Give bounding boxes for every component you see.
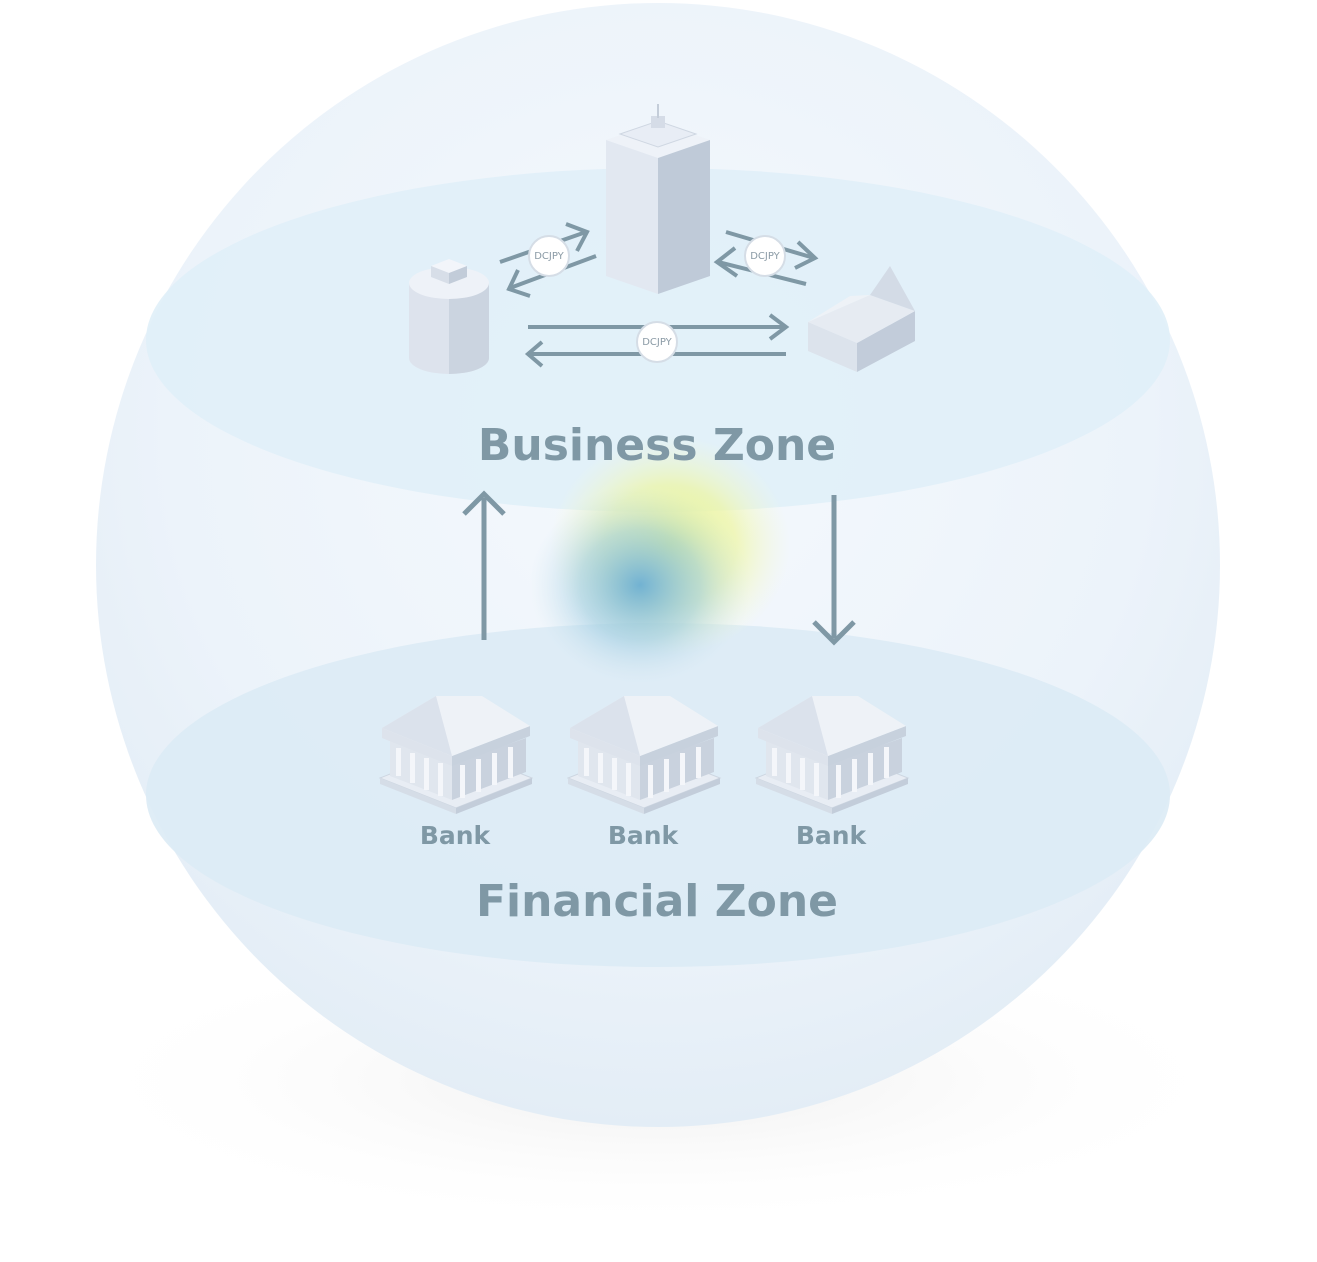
bank-building-2 <box>566 696 722 814</box>
glow-blue <box>530 485 750 685</box>
dcjpy-badge-left-label: DCJPY <box>534 251 564 262</box>
up-arrow <box>462 490 506 640</box>
cylinder-building <box>409 259 489 374</box>
house-building <box>808 266 915 372</box>
bank-building-3 <box>754 696 910 814</box>
bank-building-1 <box>378 696 534 814</box>
dcjpy-badge-left: DCJPY <box>528 235 570 277</box>
bank-label-2: Bank <box>608 821 680 850</box>
dcjpy-badge-bottom: DCJPY <box>636 321 678 363</box>
dcjpy-badge-right-label: DCJPY <box>750 251 780 262</box>
bank-label-3: Bank <box>796 821 868 850</box>
bank-label-1: Bank <box>420 821 492 850</box>
business-zone-title: Business Zone <box>478 420 836 471</box>
tower-building <box>606 104 710 294</box>
down-arrow <box>812 495 856 646</box>
financial-zone-title: Financial Zone <box>476 876 838 927</box>
dcjpy-badge-bottom-label: DCJPY <box>642 337 672 348</box>
dcjpy-badge-right: DCJPY <box>744 235 786 277</box>
